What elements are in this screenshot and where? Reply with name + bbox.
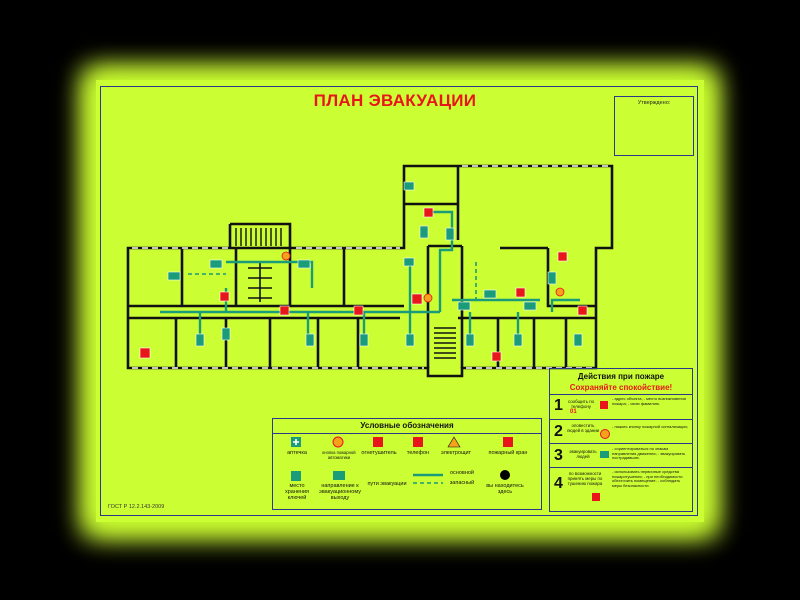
exit-signs	[167, 181, 583, 347]
step-1-number: 1	[554, 397, 563, 414]
step-2-number: 2	[554, 423, 563, 440]
actions-subtitle: Сохраняйте спокойствие!	[569, 383, 673, 392]
step-3-number: 3	[554, 447, 563, 464]
legend-exit-direction: направление к эвакуационному выходу	[319, 483, 361, 501]
approved-label: Утверждено:	[637, 100, 671, 106]
legend-route-main: основной	[450, 470, 474, 476]
step-1-phone-icon	[600, 401, 608, 409]
step-1-notes: - адрес объекта; - место возникновения п…	[612, 396, 686, 406]
legend-title: Условные обозначения	[360, 421, 454, 430]
fire-signs	[139, 207, 588, 362]
legend-electric-panel: электрощит	[440, 450, 472, 456]
step-2-divider	[550, 443, 692, 444]
legend-fire-alarm: кнопка пожарной автоматики	[322, 450, 356, 460]
evacuation-sheet	[96, 80, 704, 522]
exit-direction-icon	[333, 471, 345, 480]
first-aid-cross	[293, 439, 299, 445]
phone-icon	[413, 437, 423, 447]
step-3-divider	[550, 467, 692, 468]
legend-divider	[273, 433, 541, 434]
step-2-notes: - нажать кнопку пожарной сигнализации;	[612, 424, 688, 429]
step-4-number: 4	[554, 475, 563, 492]
extinguisher-icon	[373, 437, 383, 447]
legend-panel: Условные обозначения аптечка кнопка пожа…	[272, 418, 542, 510]
legend-key-storage: место хранения ключей	[284, 483, 310, 501]
step-1-label: сообщить по телефону	[567, 399, 595, 409]
evacuation-routes-reserve	[188, 262, 477, 300]
stairs-left	[248, 262, 272, 302]
legend-extinguisher: огнетушитель	[361, 450, 397, 456]
stairs-center	[434, 327, 456, 359]
step-2-alarm-icon	[600, 429, 610, 439]
evacuation-routes	[160, 210, 580, 336]
step-3-exit-icon	[600, 451, 609, 458]
actions-title: Действия при пожаре	[577, 372, 665, 381]
plan-title: ПЛАН ЭВАКУАЦИИ	[313, 91, 477, 110]
actions-divider	[550, 394, 692, 395]
fire-actions-panel: Действия при пожаре Сохраняйте спокойств…	[549, 368, 693, 512]
step-2-label: оповестить людей в здании	[566, 423, 600, 433]
fire-alarm-icon	[332, 436, 344, 448]
key-storage-icon	[291, 471, 301, 481]
fire-hydrant-icon	[503, 437, 513, 447]
electric-panel-icon	[447, 436, 461, 448]
standard-label: ГОСТ Р 12.2.143-2009	[108, 504, 165, 510]
step-4-label: по возможности принять меры по тушению п…	[567, 471, 603, 486]
legend-symbols	[291, 436, 513, 484]
sheet-frame	[100, 86, 698, 516]
step-1-divider	[550, 419, 692, 420]
step-4-notes: - использовать первичные средства пожаро…	[612, 469, 683, 488]
step-3-label: эвакуировать людей	[569, 449, 597, 459]
windows	[132, 165, 608, 369]
approved-box: Утверждено:	[614, 96, 694, 156]
step-3-notes: - сориентироваться по знакам направления…	[612, 446, 686, 461]
you-are-here-icon	[500, 470, 510, 480]
alarm-signs	[281, 251, 565, 303]
legend-route-reserve: запасный	[449, 480, 475, 486]
step-4-extinguisher-icon	[592, 493, 600, 501]
legend-evacuation-routes: пути эвакуации	[367, 481, 407, 487]
legend-first-aid: аптечка	[287, 450, 307, 456]
stairs-top	[235, 228, 282, 246]
legend-you-are-here: вы находитесь здесь	[486, 483, 524, 495]
step-1-phone: 01	[570, 409, 577, 415]
legend-phone: телефон	[406, 450, 430, 456]
legend-fire-hydrant: пожарный кран	[488, 450, 528, 456]
floor-plan-walls	[126, 164, 614, 378]
